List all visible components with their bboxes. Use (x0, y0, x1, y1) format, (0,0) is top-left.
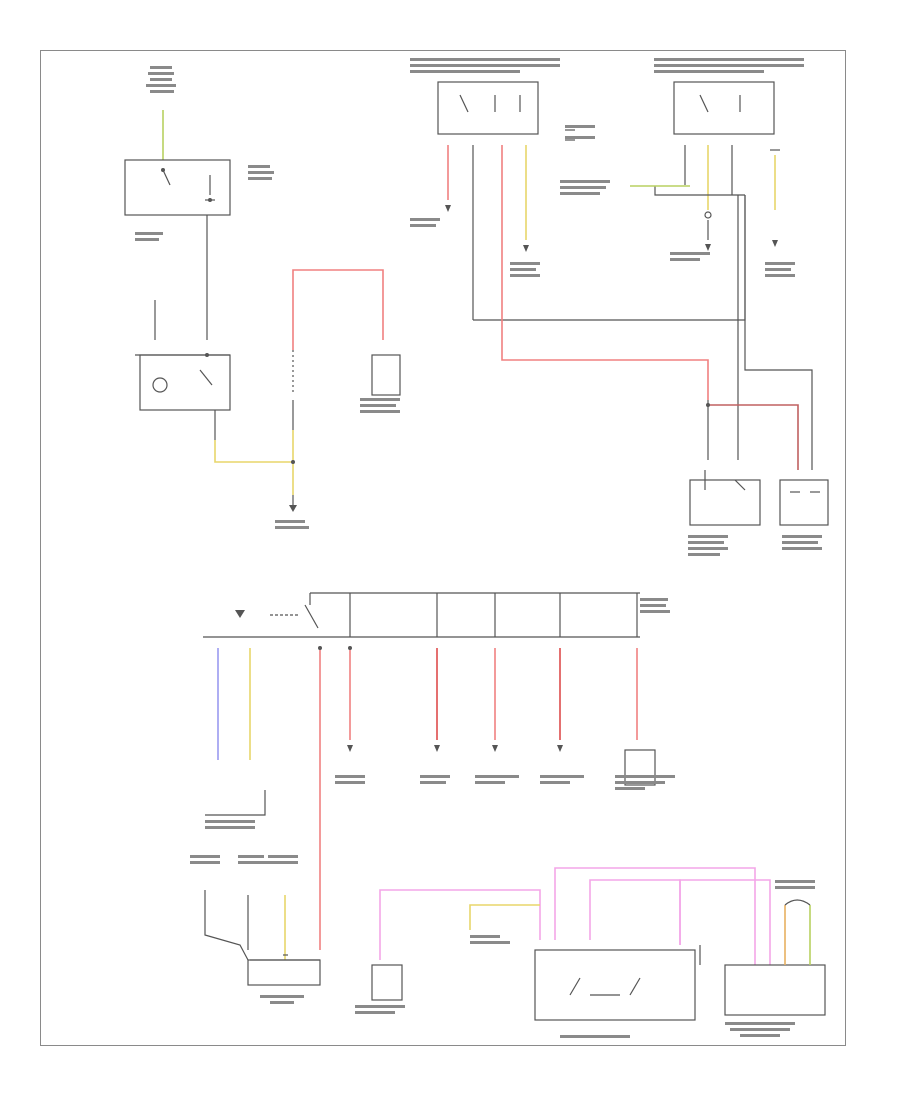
label-marks (135, 58, 822, 1038)
ignition-switch-module (135, 300, 293, 463)
bottom-harness (371, 867, 826, 1021)
relay-centre (289, 269, 401, 512)
fused-branches (205, 646, 656, 950)
control-module-a (437, 81, 746, 400)
bottom-left-connector (204, 890, 321, 986)
diagram-border (40, 50, 846, 1046)
control-module-b (630, 81, 813, 470)
fuse-bus (203, 592, 640, 638)
top-left-ground-module (124, 110, 231, 340)
right-middle-components (689, 400, 829, 526)
